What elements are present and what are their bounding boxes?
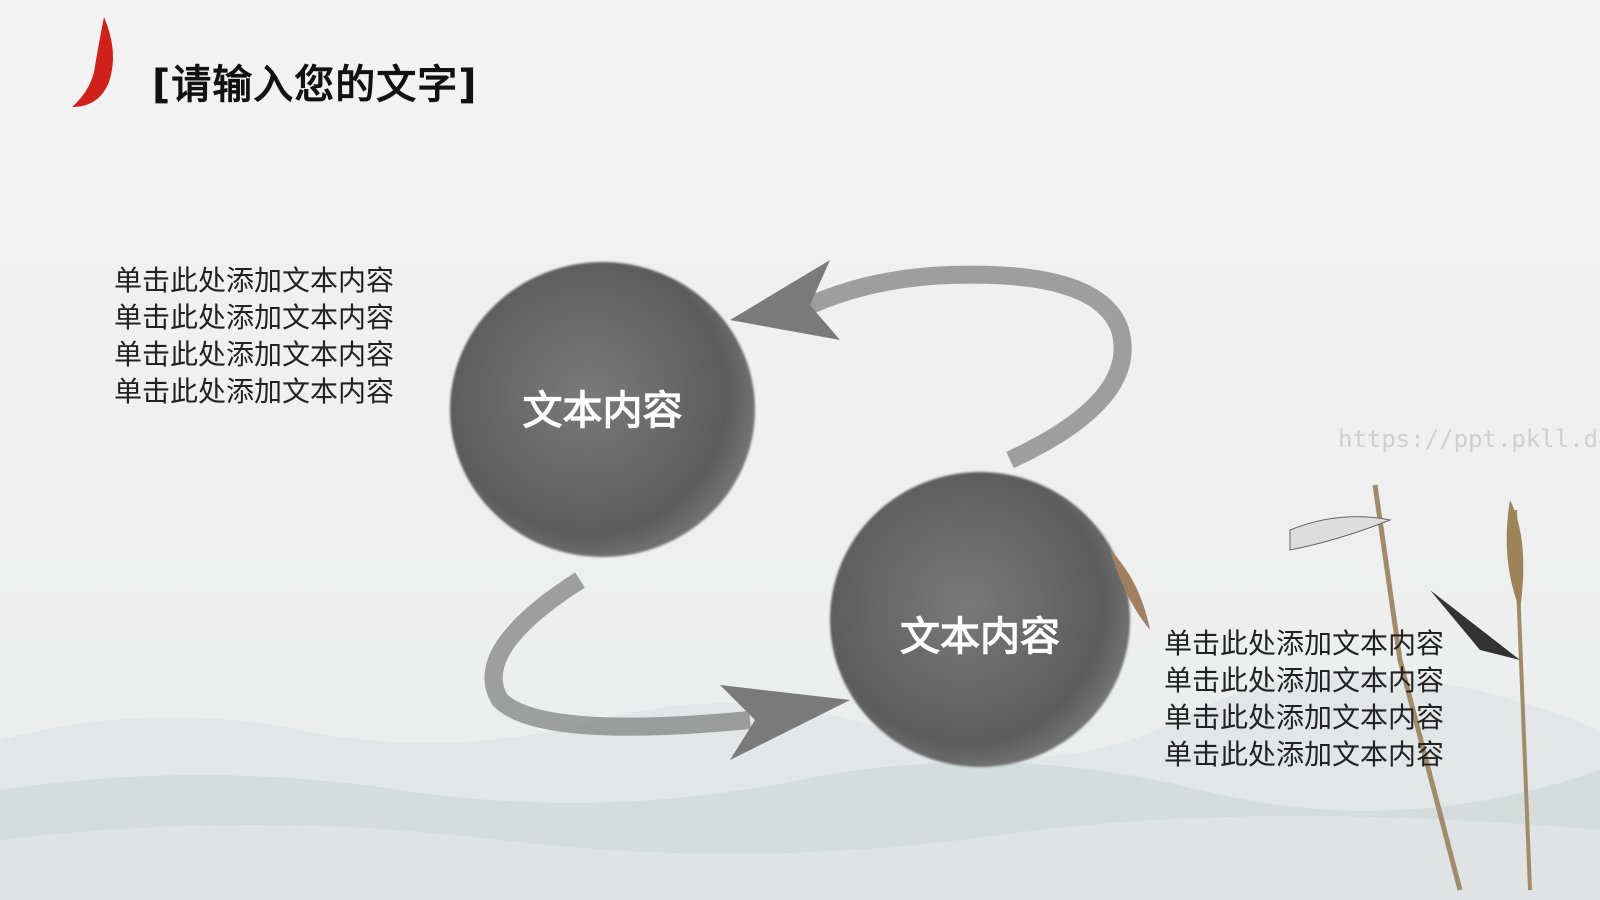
left-line: 单击此处添加文本内容 <box>114 375 395 408</box>
arrow-top-icon <box>730 260 1132 469</box>
ink-circle-1 <box>450 262 755 557</box>
circle1-label: 文本内容 <box>522 388 683 434</box>
left-line: 单击此处添加文本内容 <box>114 338 395 371</box>
left-line: 单击此处添加文本内容 <box>114 264 395 297</box>
koi-fish-icon <box>72 17 113 107</box>
bamboo-dragonfly-icon <box>1110 484 1532 891</box>
left-text-block: 单击此处添加文本内容 单击此处添加文本内容 单击此处添加文本内容 单击此处添加文… <box>114 262 394 410</box>
left-line: 单击此处添加文本内容 <box>114 301 395 334</box>
mountains-background <box>0 674 1600 900</box>
right-line: 单击此处添加文本内容 <box>1164 627 1445 660</box>
watermark: https://ppt.pkll.de <box>1338 425 1600 453</box>
right-line: 单击此处添加文本内容 <box>1164 738 1445 771</box>
slide-title: [请输入您的文字] <box>152 62 478 108</box>
right-line: 单击此处添加文本内容 <box>1164 701 1445 734</box>
arrow-bottom-icon <box>484 572 850 760</box>
right-text-block: 单击此处添加文本内容 单击此处添加文本内容 单击此处添加文本内容 单击此处添加文… <box>1164 625 1444 773</box>
circle2-label: 文本内容 <box>900 614 1060 660</box>
ink-circle-2 <box>830 472 1130 767</box>
right-line: 单击此处添加文本内容 <box>1164 664 1445 697</box>
